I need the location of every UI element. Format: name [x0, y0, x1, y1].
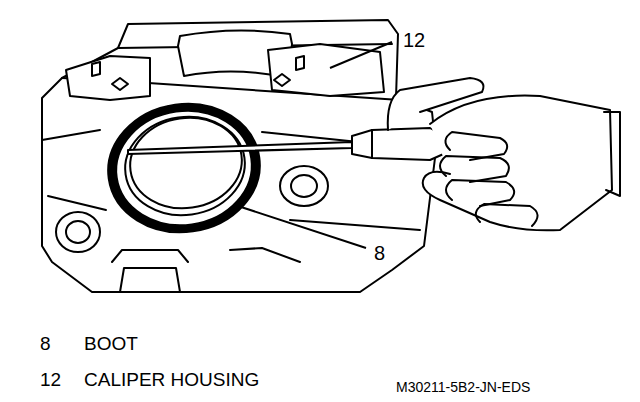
part-name: CALIPER HOUSING	[84, 370, 259, 389]
figure-code: M30211-5B2-JN-EDS	[396, 380, 530, 394]
callout-number: 12	[403, 30, 425, 50]
part-name: BOOT	[84, 334, 138, 353]
legend-number: 12	[40, 370, 61, 389]
legend-number: 8	[40, 334, 51, 353]
callout-number: 8	[374, 243, 385, 263]
